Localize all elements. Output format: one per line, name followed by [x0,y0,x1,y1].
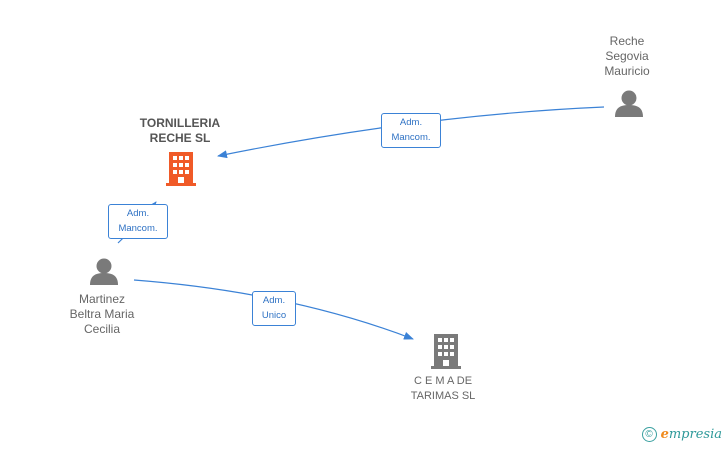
edge-role-line: Adm. [262,295,286,306]
building-icon[interactable] [166,152,196,186]
company-name-line: RECHE SL [149,131,211,145]
company-name-line: C E M A DE [413,375,473,387]
person-icon[interactable] [90,258,118,286]
edge-role-line: Unico [261,310,287,321]
edge-role-line: Adm. [399,117,423,128]
edge-label-reche-tornilleria[interactable]: Adm. Mancom. [381,113,441,148]
person-label-reche[interactable]: Reche Segovia Mauricio [582,34,672,79]
brand-initial: e [660,427,669,442]
person-name-line: Cecilia [83,322,120,336]
company-label-tornilleria[interactable]: TORNILLERIA RECHE SL [125,116,235,146]
edge-role-line: Mancom. [118,223,158,234]
edge-label-martinez-tornilleria[interactable]: Adm. Mancom. [108,204,168,239]
edge-label-martinez-cemade[interactable]: Adm. Unico [252,291,296,326]
building-icon[interactable] [431,334,461,369]
company-label-cemade[interactable]: C E M A DE TARIMAS SL [393,374,493,404]
empresia-watermark: © empresia [641,427,722,442]
person-icon[interactable] [615,90,643,118]
company-name-line: TORNILLERIA [139,116,221,130]
copyright-symbol: © [641,427,657,442]
brand-logo: empresia [661,427,722,442]
person-label-martinez[interactable]: Martinez Beltra Maria Cecilia [52,292,152,337]
person-name-line: Reche [609,34,645,48]
person-name-line: Beltra Maria [69,307,135,321]
edge-role-line: Adm. [126,208,150,219]
person-name-line: Martinez [78,292,125,306]
person-name-line: Segovia [605,49,649,63]
company-name-line: TARIMAS SL [410,390,476,402]
edge-role-line: Mancom. [391,132,431,143]
person-name-line: Mauricio [604,64,650,78]
brand-rest: mpresia [668,427,722,442]
